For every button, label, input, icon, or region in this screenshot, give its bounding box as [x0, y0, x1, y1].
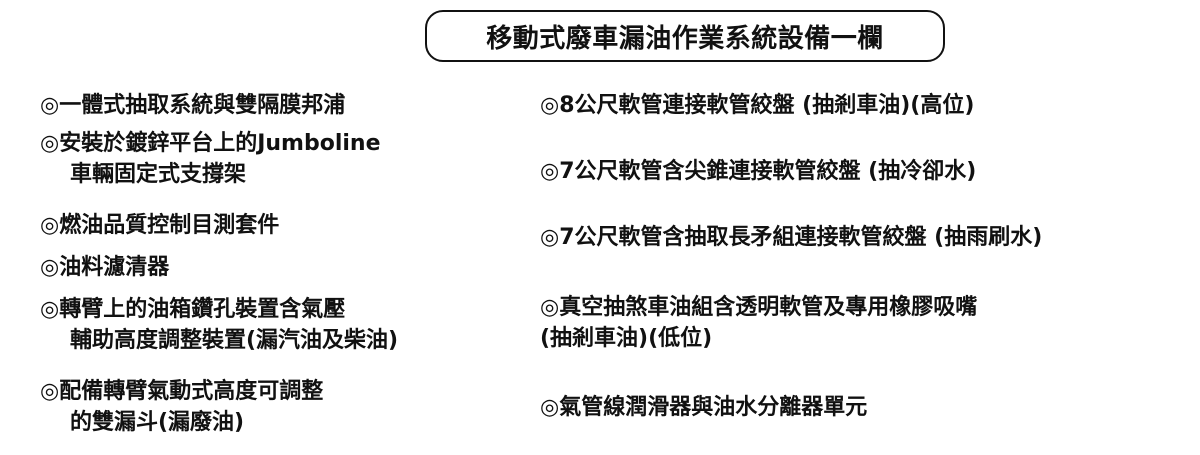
- list-item-line: ◎氣管線潤滑器與油水分離器單元: [540, 395, 868, 420]
- list-item: ◎8公尺軟管連接軟管絞盤 (抽剎車油)(高位): [540, 90, 974, 121]
- list-item: ◎轉臂上的油箱鑽孔裝置含氣壓 輔助高度調整裝置(漏汽油及柴油): [40, 294, 398, 356]
- list-item-line: ◎油料濾清器: [40, 255, 170, 280]
- list-item-line: 車輛固定式支撐架: [70, 162, 247, 187]
- list-item: ◎配備轉臂氣動式高度可調整 的雙漏斗(漏廢油): [40, 376, 323, 438]
- list-item: ◎真空抽煞車油組含透明軟管及專用橡膠吸嘴 (抽剎車油)(低位): [540, 292, 977, 354]
- list-item: ◎安裝於鍍鋅平台上的Jumboline 車輛固定式支撐架: [40, 128, 381, 190]
- list-item-line: 的雙漏斗(漏廢油): [70, 410, 245, 435]
- list-item: ◎7公尺軟管含抽取長矛組連接軟管絞盤 (抽雨刷水): [540, 222, 1042, 253]
- list-item-line: ◎配備轉臂氣動式高度可調整: [40, 379, 324, 404]
- list-item-line: ◎安裝於鍍鋅平台上的Jumboline: [40, 131, 381, 156]
- list-item-line: ◎8公尺軟管連接軟管絞盤 (抽剎車油)(高位): [540, 93, 975, 118]
- list-item: ◎燃油品質控制目測套件: [40, 210, 279, 241]
- list-item-line: ◎一體式抽取系統與雙隔膜邦浦: [40, 93, 346, 118]
- list-item-line: ◎真空抽煞車油組含透明軟管及專用橡膠吸嘴: [540, 295, 978, 320]
- list-item: ◎油料濾清器: [40, 252, 169, 283]
- list-item: ◎7公尺軟管含尖錐連接軟管絞盤 (抽冷卻水): [540, 156, 976, 187]
- list-item-line: ◎7公尺軟管含抽取長矛組連接軟管絞盤 (抽雨刷水): [540, 225, 1043, 250]
- list-item-line: ◎轉臂上的油箱鑽孔裝置含氣壓: [40, 297, 346, 322]
- list-item-line: 輔助高度調整裝置(漏汽油及柴油): [70, 328, 399, 353]
- list-item-line: (抽剎車油)(低位): [540, 326, 713, 351]
- list-item: ◎氣管線潤滑器與油水分離器單元: [540, 392, 867, 423]
- page-title: 移動式廢車漏油作業系統設備一欄: [425, 10, 945, 62]
- list-item-line: ◎燃油品質控制目測套件: [40, 213, 280, 238]
- list-item-line: ◎7公尺軟管含尖錐連接軟管絞盤 (抽冷卻水): [540, 159, 977, 184]
- list-item: ◎一體式抽取系統與雙隔膜邦浦: [40, 90, 345, 121]
